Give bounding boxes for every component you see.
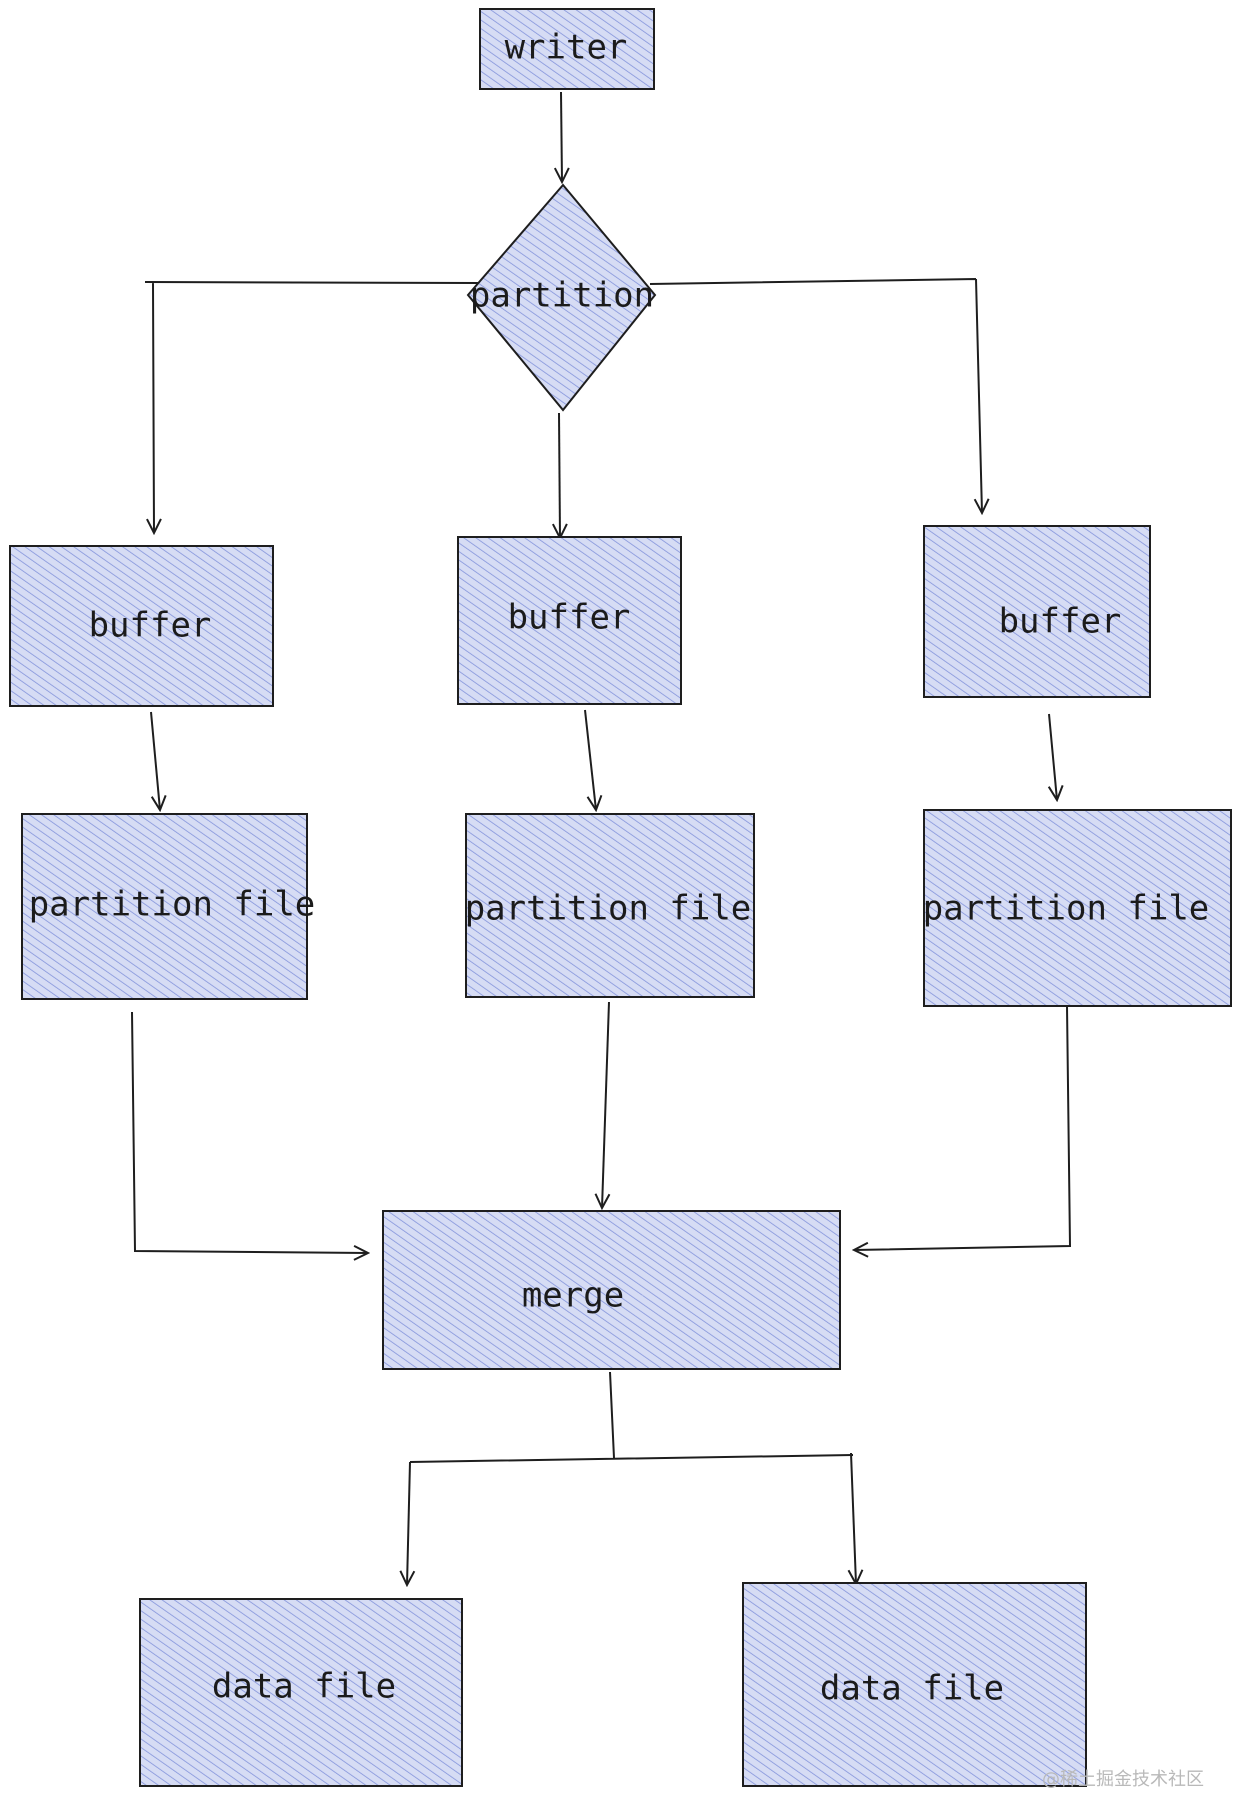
node-merge: merge: [382, 1210, 841, 1370]
edges: [131, 91, 1072, 1585]
node-partition-file-3: partition file: [923, 809, 1232, 1007]
node-buffer-2: buffer: [457, 536, 682, 705]
node-buffer-3-label: buffer: [999, 602, 1122, 642]
node-data-file-2-label: data file: [820, 1669, 1004, 1709]
node-merge-label: merge: [522, 1276, 624, 1316]
node-partition: partition: [466, 183, 657, 412]
node-partition-file-2: partition file: [465, 813, 755, 998]
edge-writer-partition: [561, 91, 562, 182]
node-buffer-3: buffer: [923, 525, 1151, 698]
edge-partition-buffer-3: [649, 278, 982, 513]
node-partition-file-1-label: partition file: [29, 885, 316, 925]
node-writer-label: writer: [505, 28, 628, 68]
node-data-file-2: data file: [742, 1582, 1087, 1787]
watermark: @稀土掘金技术社区: [1042, 1769, 1204, 1790]
node-data-file-1-label: data file: [212, 1667, 396, 1707]
node-partition-label: partition: [470, 276, 654, 316]
edge-partition-buffer-1: [145, 281, 481, 533]
node-partition-file-2-label: partition file: [465, 889, 752, 929]
node-buffer-2-label: buffer: [508, 598, 631, 638]
node-buffer-1-label: buffer: [89, 606, 212, 646]
edge-partition-buffer-2: [559, 412, 560, 538]
node-data-file-1: data file: [139, 1598, 463, 1787]
edge-merge-split: [409, 1371, 854, 1463]
edge-merge-data-file-2: [851, 1452, 856, 1584]
node-buffer-1: buffer: [9, 545, 274, 707]
edge-partition-file-2-merge: [602, 1001, 609, 1208]
nodes: writer partition buffer buffer buffer pa…: [9, 8, 1232, 1787]
edge-partition-file-1-merge: [131, 1011, 368, 1253]
node-partition-file-1: partition file: [21, 813, 316, 1000]
node-writer: writer: [479, 8, 655, 90]
edge-buffer-1-partition-file-1: [150, 711, 160, 810]
edge-buffer-2-partition-file-2: [584, 709, 596, 810]
node-partition-file-3-label: partition file: [923, 889, 1210, 929]
edge-merge-data-file-1: [407, 1461, 410, 1585]
edge-buffer-3-partition-file-3: [1049, 713, 1057, 800]
edge-partition-file-3-merge: [854, 1005, 1072, 1250]
